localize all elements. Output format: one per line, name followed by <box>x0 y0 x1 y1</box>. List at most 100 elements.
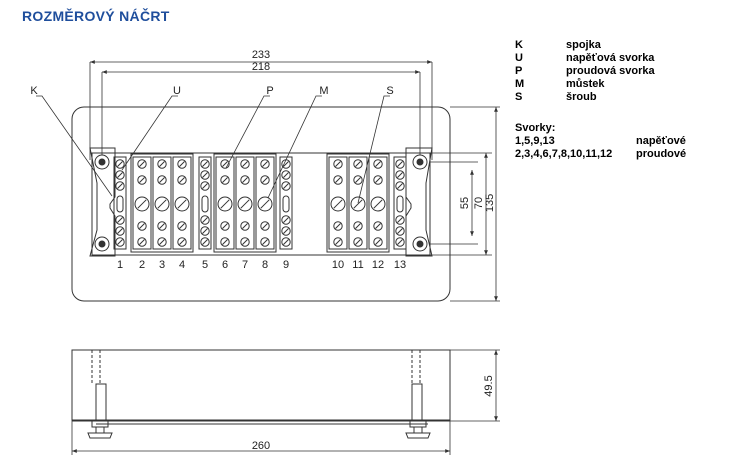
group-frame <box>326 153 390 253</box>
terminal-number-label: 5 <box>202 259 208 271</box>
dim-55-label: 55 <box>459 197 471 209</box>
group-frame <box>213 153 277 253</box>
side-enclosure <box>71 349 451 421</box>
terminal-number-label: 10 <box>332 259 344 271</box>
terminal-screw-icon-slot <box>179 223 185 229</box>
terminal-screw-icon-slot <box>283 228 289 234</box>
dimension-labels-top: 233 218 55 70 135 K U P M S <box>30 49 496 212</box>
current-terminal <box>235 156 255 250</box>
terminal-screw-icon-slot <box>335 177 341 183</box>
current-terminal <box>132 156 152 250</box>
top-view <box>71 106 451 302</box>
dimension-lines-top <box>36 60 500 302</box>
terminal-screw-icon-slot <box>242 239 248 245</box>
mounting-screw-icon <box>412 236 428 252</box>
dim-260-label: 260 <box>252 440 270 452</box>
terminal-screw-icon-slot <box>222 161 228 167</box>
terminal-screw-icon-slot <box>397 183 403 189</box>
mounting-screw-icon <box>416 158 424 166</box>
dimension-lines-side <box>71 349 500 455</box>
terminal-screw-icon-slot <box>117 183 123 189</box>
main-screw-icon-slot <box>137 199 147 209</box>
link-slot <box>201 195 209 213</box>
callout-p: P <box>266 85 273 97</box>
terminal-number-label: 3 <box>159 259 165 271</box>
terminal-screw-icon-slot <box>397 217 403 223</box>
terminal-screw-icon-slot <box>202 161 208 167</box>
mounting-screw-icon <box>94 236 110 252</box>
terminal-number-label: 13 <box>394 259 406 271</box>
right-bracket <box>405 147 433 257</box>
mounting-screw-icon <box>98 240 106 248</box>
terminal-screw-icon-slot <box>222 177 228 183</box>
voltage-terminal <box>198 156 212 250</box>
mounting-screw-icon <box>416 240 424 248</box>
link-slot <box>282 195 290 213</box>
terminal-screw-icon-slot <box>262 239 268 245</box>
terminal-number-label: 8 <box>262 259 268 271</box>
callout-m: M <box>319 85 328 97</box>
terminal-screw-icon-slot <box>283 217 289 223</box>
terminal-number-label: 2 <box>139 259 145 271</box>
terminal-screw-icon-slot <box>262 177 268 183</box>
current-terminal <box>255 156 275 250</box>
terminal-number-label: 12 <box>372 259 384 271</box>
terminal-screw-icon-slot <box>397 161 403 167</box>
main-screw-icon-slot <box>157 199 167 209</box>
terminal-screw-icon-slot <box>202 183 208 189</box>
main-screw-icon-slot <box>373 199 383 209</box>
terminal-screw-icon-slot <box>355 239 361 245</box>
terminal-screw-icon-slot <box>202 239 208 245</box>
main-screw-icon-slot <box>333 199 343 209</box>
terminal-number-label: 11 <box>352 259 363 271</box>
voltage-terminal <box>393 156 407 250</box>
terminal-screw-icon-slot <box>139 223 145 229</box>
terminal-screw-icon-slot <box>262 161 268 167</box>
terminal-screw-icon-slot <box>283 183 289 189</box>
main-screw-icon-slot <box>353 199 363 209</box>
callout-k: K <box>30 85 38 97</box>
terminal-number-label: 6 <box>222 259 228 271</box>
terminal-screw-icon-slot <box>283 172 289 178</box>
dim-218-label: 218 <box>252 61 270 73</box>
terminal-screw-icon-slot <box>117 172 123 178</box>
current-terminal <box>172 156 192 250</box>
main-screw-icon-slot <box>177 199 187 209</box>
terminal-screw-icon-slot <box>117 228 123 234</box>
terminal-screw-icon-slot <box>375 177 381 183</box>
terminal-screw-icon-slot <box>117 161 123 167</box>
current-terminal <box>368 156 388 250</box>
terminal-screw-icon-slot <box>335 223 341 229</box>
terminal-screw-icon-slot <box>262 223 268 229</box>
terminal-screw-icon-slot <box>139 177 145 183</box>
terminal-screw-icon-slot <box>283 161 289 167</box>
terminal-screw-icon-slot <box>139 239 145 245</box>
terminal-screw-icon-slot <box>375 223 381 229</box>
terminal-screw-icon-slot <box>397 239 403 245</box>
terminal-screw-icon-slot <box>179 161 185 167</box>
left-bracket <box>89 147 116 257</box>
terminal-screw-icon-slot <box>159 177 165 183</box>
link-slot <box>396 195 404 213</box>
current-terminal <box>215 156 235 250</box>
callout-u: U <box>173 85 181 97</box>
terminal-screw-icon-slot <box>117 239 123 245</box>
current-terminal <box>348 156 368 250</box>
terminal-number-label: 9 <box>283 259 289 271</box>
terminal-screw-icon-slot <box>375 161 381 167</box>
terminal-screw-icon-slot <box>222 223 228 229</box>
terminal-screw-icon-slot <box>355 177 361 183</box>
current-terminal <box>328 156 348 250</box>
terminal-screw-icon-slot <box>355 161 361 167</box>
current-terminal <box>152 156 172 250</box>
terminal-screw-icon-slot <box>159 223 165 229</box>
terminal-screw-icon-slot <box>202 217 208 223</box>
terminal-screw-icon-slot <box>375 239 381 245</box>
